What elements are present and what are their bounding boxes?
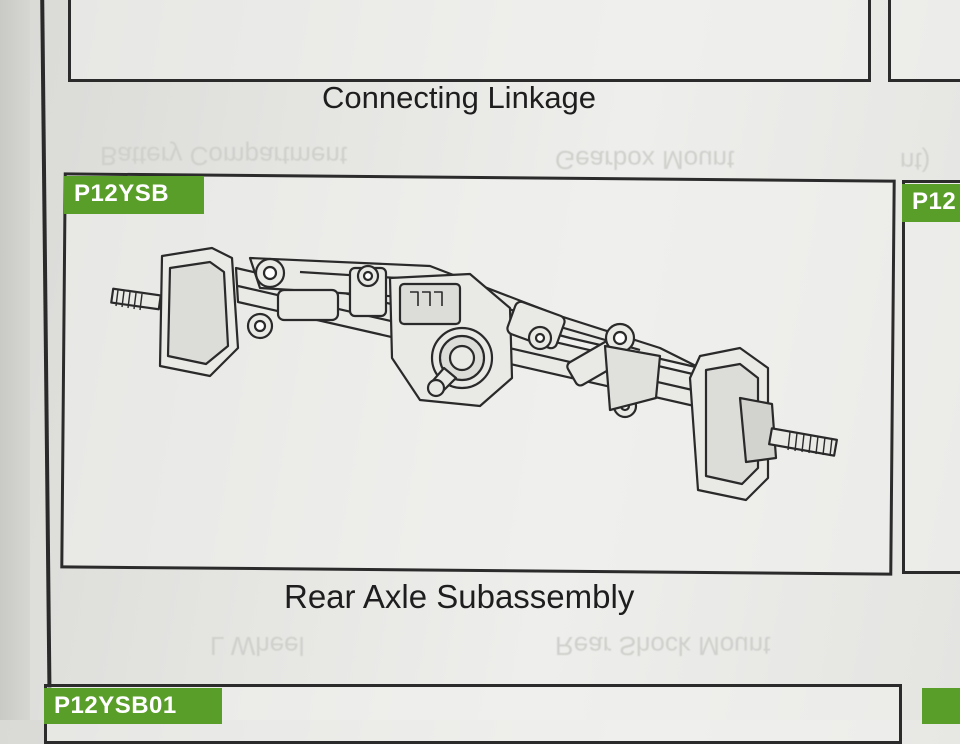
ghost-text: Gearbox Mount bbox=[555, 145, 735, 175]
top-right-panel bbox=[888, 0, 960, 82]
part-tag: P12YSB01 bbox=[44, 688, 222, 724]
part-tag: P12YSB bbox=[64, 176, 204, 214]
ghost-text: nt) bbox=[900, 147, 931, 177]
page-left-edge bbox=[0, 0, 30, 720]
part-tag: P12 bbox=[902, 184, 960, 222]
part-tag-partial bbox=[922, 688, 960, 724]
top-panel bbox=[68, 0, 871, 82]
right-panel bbox=[902, 180, 960, 574]
page-margin-line bbox=[40, 0, 52, 720]
ghost-text: L Wheel bbox=[210, 631, 305, 661]
top-panel-caption: Connecting Linkage bbox=[322, 80, 597, 115]
main-panel-caption: Rear Axle Subassembly bbox=[284, 578, 635, 615]
rear-axle-illustration bbox=[110, 246, 838, 502]
ghost-text: Battery Compartment bbox=[100, 141, 348, 171]
ghost-text: Rear Shock Mount bbox=[555, 631, 771, 661]
